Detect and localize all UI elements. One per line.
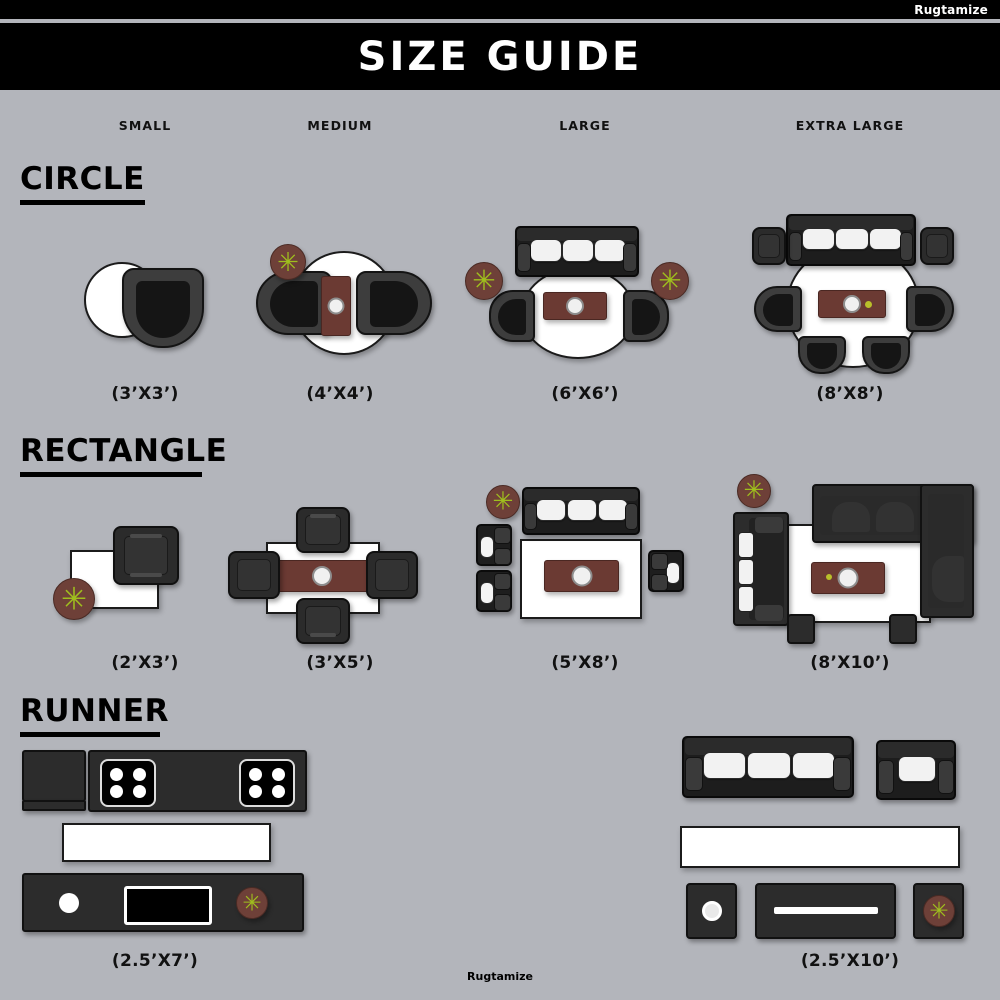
column-header-extra-large: EXTRA LARGE [795,118,905,133]
layout-rect-xlarge: ✳ [715,472,990,644]
plant: ✳ [53,578,95,620]
coffee-table [543,292,607,320]
counter-bottom: ✳ [22,873,304,932]
size-label-rect-medium: (3’X5’) [306,653,374,673]
plant: ✳ [270,244,306,280]
square-chair [113,526,179,585]
page-title: SIZE GUIDE [357,33,643,80]
side-table-left [752,227,786,265]
plant-left: ✳ [465,262,503,300]
side-table [686,883,737,939]
plant-table: ✳ [913,883,964,939]
dishwasher [22,800,86,811]
brand-logo-top: Rugtamize [914,2,988,17]
stool-left [787,614,815,644]
chair-left [489,290,535,342]
layout-circle-xlarge [730,212,975,374]
layout-circle-small [80,255,204,350]
column-header-large: LARGE [559,118,611,133]
column-header-medium: MEDIUM [307,118,373,133]
size-label-runner-xlarge: (2.5’X10’) [800,951,900,971]
coffee-table [818,290,886,318]
chair-bottom [296,598,350,644]
plant: ✳ [737,474,771,508]
layout-rect-large: ✳ [468,482,698,627]
layout-rect-medium [222,498,427,644]
section-underline [20,200,145,205]
runner-rug [62,823,271,862]
oven-panel [124,886,212,925]
size-label-rect-small: (2’X3’) [111,653,179,673]
dining-table [275,560,369,592]
plant-right: ✳ [651,262,689,300]
chair-bottom-right [862,336,910,374]
size-label-rect-large: (5’X8’) [551,653,619,673]
size-label-rect-xlarge: (8’X10’) [810,653,890,673]
brand-logo-bottom: Rugtamize [467,970,533,983]
stove-right [239,759,295,807]
sink [59,893,79,913]
sectional-sofa [920,484,974,618]
column-header-small: SMALL [118,118,172,133]
armchair-right [356,271,432,335]
side-table-right [920,227,954,265]
armchair-left-bottom [476,570,512,612]
layout-circle-large: ✳ ✳ [465,222,690,359]
section-title-rectangle: RECTANGLE [20,434,227,477]
counter-top [88,750,307,812]
side-sofa [733,512,789,626]
chair-right [906,286,954,332]
layout-circle-medium: ✳ [248,243,432,358]
runner-rug [680,826,960,868]
plant: ✳ [486,485,520,519]
chair-left [228,551,280,599]
section-underline [20,472,202,477]
section-title-circle: CIRCLE [20,162,145,205]
stool-right [889,614,917,644]
chair-top [296,507,350,553]
dishwasher [22,750,86,802]
chair-bottom-left [798,336,846,374]
chair-left [754,286,802,332]
media-console [755,883,896,939]
sofa-3seat [786,214,916,266]
sofa-3seat [522,487,640,535]
stove-left [100,759,156,807]
size-label-circle-medium: (4’X4’) [306,384,374,404]
column-headers: SMALL MEDIUM LARGE EXTRA LARGE [0,118,1000,138]
sofa-3seat [682,736,854,798]
size-label-circle-large: (6’X6’) [551,384,619,404]
size-label-circle-xlarge: (8’X8’) [816,384,884,404]
round-chair [122,268,204,348]
layout-runner-xlarge: ✳ [680,728,980,939]
plant: ✳ [923,895,955,927]
coffee-table [544,560,619,592]
coffee-table [811,562,885,594]
chair-right [623,290,669,342]
coffee-table [321,276,351,336]
chair-right [366,551,418,599]
rect-rug [520,539,642,619]
plant: ✳ [236,887,268,919]
top-brand-bar: Rugtamize [0,0,1000,19]
layout-rect-small: ✳ [45,520,195,625]
armchair-right [648,550,684,592]
armchair-left-top [476,524,512,566]
title-bar: SIZE GUIDE [0,23,1000,90]
size-label-runner-small: (2.5’X7’) [111,951,199,971]
header-divider [0,19,1000,23]
layout-runner-small: ✳ [22,748,312,933]
sofa-3seat [515,226,639,277]
section-underline [20,732,160,737]
armchair [876,740,956,800]
section-title-runner: RUNNER [20,694,168,737]
size-label-circle-small: (3’X3’) [111,384,179,404]
